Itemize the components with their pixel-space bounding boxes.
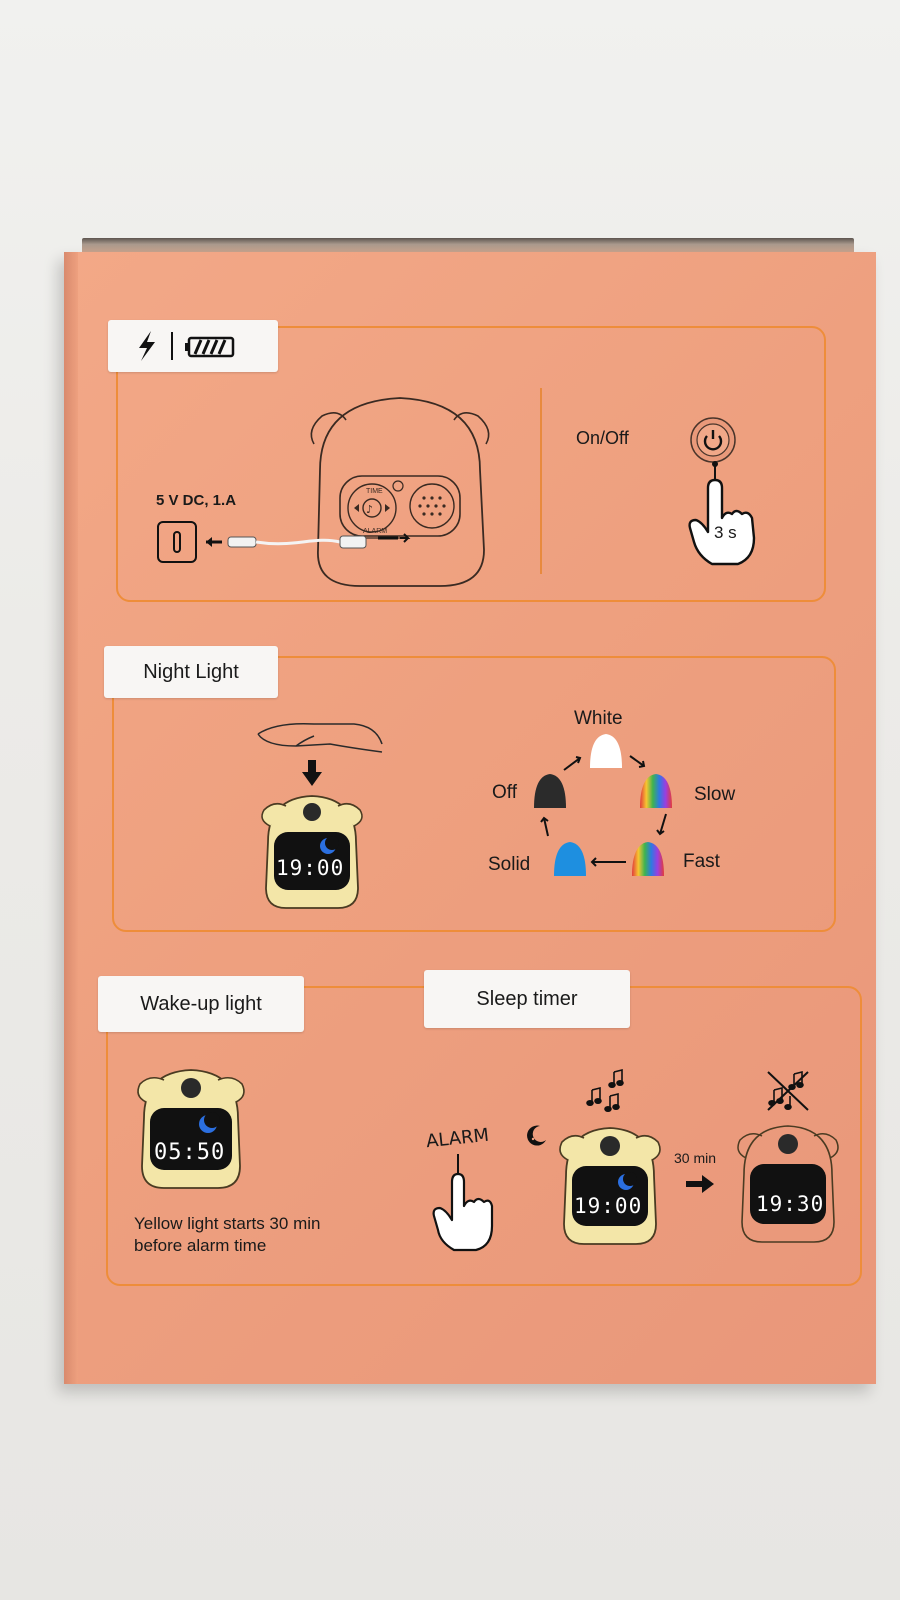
on-off-label: On/Off: [576, 428, 629, 448]
svg-text:♪: ♪: [366, 503, 373, 516]
mode-slow-label: Slow: [694, 784, 736, 805]
mode-off-label: Off: [492, 782, 517, 803]
power-button-icon: [690, 417, 736, 463]
mode-fast-label: Fast: [683, 851, 720, 872]
night-light-clock: [261, 795, 363, 909]
box-top-edge: [82, 238, 854, 256]
wakeup-clock-time: 05:50: [154, 1140, 226, 1165]
hold-time-label: 3 s: [714, 523, 737, 542]
power-tab: [108, 320, 278, 372]
down-arrow-icon: [302, 760, 322, 786]
product-box: [64, 252, 876, 1384]
wakeup-caption-line2: before alarm time: [134, 1236, 267, 1255]
device-alarm-button-label: ALARM: [363, 528, 388, 535]
muted-music-icon: [767, 1070, 809, 1111]
power-section-divider: [540, 388, 542, 574]
mode-white-label: White: [574, 708, 623, 729]
sleep-timer-tab: Sleep timer: [424, 970, 630, 1028]
power-panel: [116, 326, 826, 602]
sleep-clock-before-time: 19:00: [574, 1194, 643, 1218]
night-light-mode-cycle: [534, 734, 672, 876]
night-light-panel: [112, 656, 836, 932]
pressing-hand-icon: [688, 461, 756, 566]
sleep-arrow-icon: [686, 1175, 714, 1193]
usb-c-port-icon: [157, 521, 367, 563]
night-light-clock-time: 19:00: [276, 856, 345, 880]
device-back-drawing: ♪: [310, 397, 490, 587]
device-time-button-label: TIME: [366, 488, 383, 495]
alarm-pressing-hand-icon: [432, 1154, 494, 1252]
power-spec-label: 5 V DC, 1.A: [156, 492, 237, 509]
moon-stars-icon: [527, 1125, 546, 1146]
power-battery-icons: [139, 331, 235, 361]
night-light-tab: Night Light: [104, 646, 278, 698]
sleep-clock-before: [559, 1127, 661, 1245]
sleep-clock-after-time: 19:30: [756, 1192, 825, 1216]
mode-solid-label: Solid: [488, 854, 531, 875]
sleep-clock-after: [737, 1125, 839, 1243]
sleep-duration-label: 30 min: [674, 1150, 717, 1166]
wakeup-tab: Wake-up light: [98, 976, 304, 1032]
hand-wave-icon: [257, 722, 383, 753]
music-notes-icon: [586, 1068, 624, 1112]
box-side-edge: [64, 252, 78, 1384]
wakeup-clock: [137, 1069, 245, 1189]
wakeup-caption-line1: Yellow light starts 30 min: [134, 1214, 321, 1233]
